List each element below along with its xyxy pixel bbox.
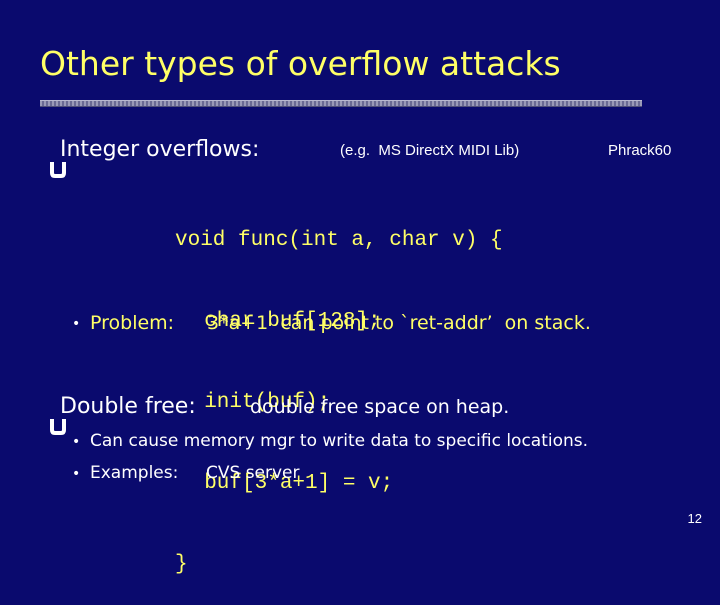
dot-bullet-icon: • — [72, 316, 81, 332]
integer-source: Phrack60 — [608, 142, 672, 159]
double-free-heading: Double free: — [60, 394, 196, 419]
code-line: buf[3*a+1] = v; — [179, 472, 394, 495]
double-free-bullet-icon — [38, 398, 68, 441]
dot-bullet-icon: • — [72, 466, 81, 482]
double-free-desc: double free space on heap. — [250, 396, 510, 418]
examples-text: CVS server — [206, 463, 300, 483]
code-line: } — [175, 553, 188, 576]
integer-heading: Integer overflows: — [60, 137, 260, 162]
code-line: init(buf); — [179, 391, 331, 414]
title-divider — [40, 100, 642, 107]
dot-bullet-icon: • — [72, 434, 81, 450]
problem-text: 3*a+1 can point to `ret-addr’ on stack. — [207, 312, 591, 334]
page-number: 12 — [687, 511, 702, 526]
integer-bullet-icon — [38, 141, 68, 184]
double-free-bullet-1: Can cause memory mgr to write data to sp… — [90, 431, 589, 451]
integer-example: (e.g. MS DirectX MIDI Lib) — [340, 142, 520, 159]
problem-label: Problem: — [90, 312, 175, 334]
code-line: char buf[128]; — [179, 310, 381, 333]
examples-label: Examples: — [90, 463, 179, 483]
slide-title: Other types of overflow attacks — [40, 44, 561, 83]
code-block: void func(int a, char v) { char buf[128]… — [175, 173, 503, 605]
code-line: void func(int a, char v) { — [175, 229, 503, 252]
